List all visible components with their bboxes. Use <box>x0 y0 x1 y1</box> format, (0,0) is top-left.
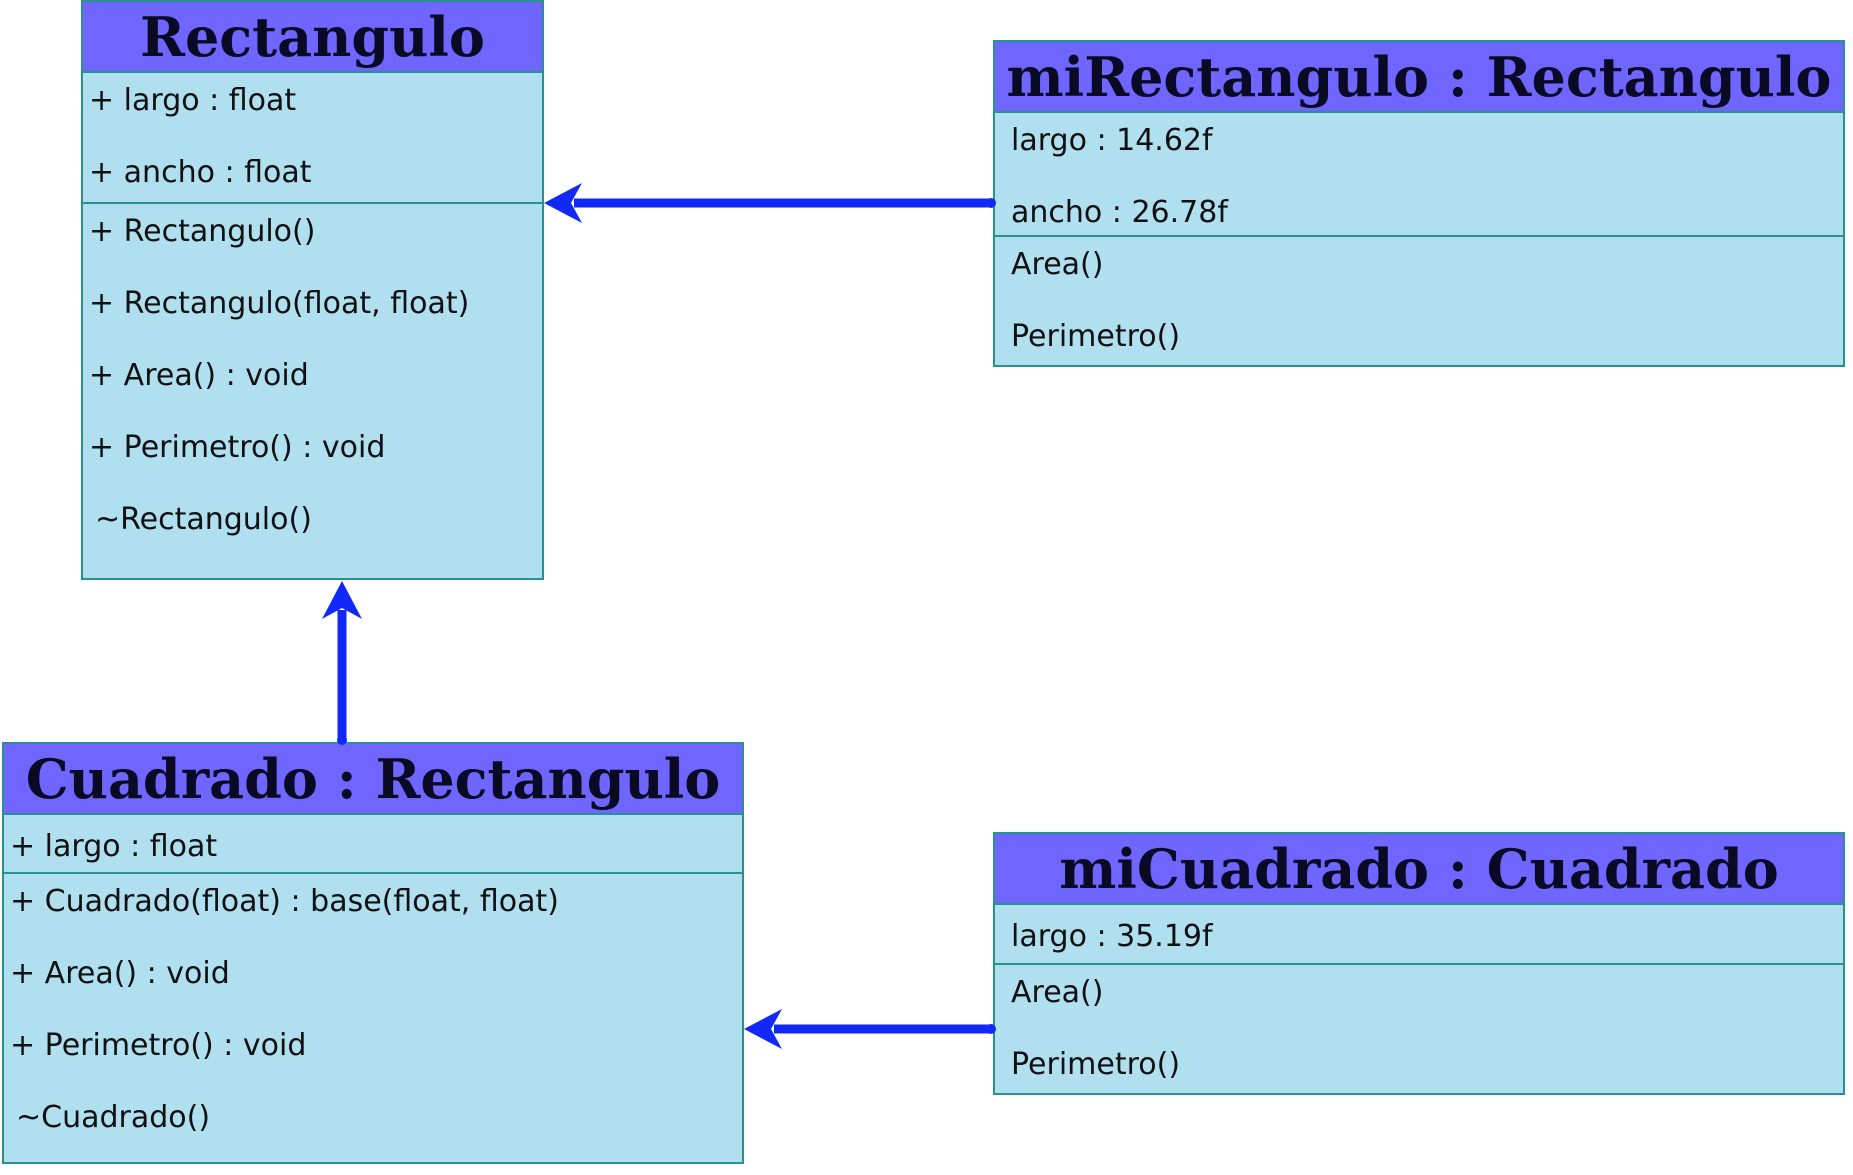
attributes-section: largo : 14.62f ancho : 26.78f <box>995 113 1843 237</box>
class-title: Rectangulo <box>83 2 542 73</box>
method-row: Area() <box>1011 975 1104 1010</box>
arrowhead-icon <box>544 183 582 223</box>
attribute-row: + ancho : float <box>89 155 312 190</box>
attribute-row: ancho : 26.78f <box>1011 195 1228 230</box>
instance-title: miRectangulo : Rectangulo <box>995 42 1843 113</box>
attribute-row: + largo : float <box>89 83 297 118</box>
method-row: Perimetro() <box>1011 1047 1181 1082</box>
attributes-section: + largo : float + ancho : float <box>83 73 542 204</box>
instance-mirectangulo[interactable]: miRectangulo : Rectangulo largo : 14.62f… <box>993 40 1845 367</box>
class-rectangulo[interactable]: Rectangulo + largo : float + ancho : flo… <box>81 0 544 580</box>
method-row: + Perimetro() : void <box>89 430 386 465</box>
connector-micuadrado-to-cuadrado <box>744 1009 996 1049</box>
methods-section: + Rectangulo() + Rectangulo(float, float… <box>83 204 542 564</box>
method-row: Area() <box>1011 247 1104 282</box>
instance-micuadrado[interactable]: miCuadrado : Cuadrado largo : 35.19f Are… <box>993 832 1845 1095</box>
connector-cuadrado-to-rectangulo <box>322 581 362 745</box>
method-row: + Perimetro() : void <box>10 1028 307 1063</box>
attribute-row: + largo : float <box>10 829 218 864</box>
methods-section: + Cuadrado(float) : base(float, float) +… <box>4 874 742 1162</box>
method-row: ~Cuadrado() <box>16 1100 211 1135</box>
class-title: Cuadrado : Rectangulo <box>4 744 742 815</box>
attribute-row: largo : 14.62f <box>1011 123 1213 158</box>
method-row: ~Rectangulo() <box>95 502 312 537</box>
methods-section: Area() Perimetro() <box>995 965 1843 1109</box>
method-row: + Rectangulo() <box>89 214 316 249</box>
arrowhead-icon <box>744 1009 782 1049</box>
class-cuadrado[interactable]: Cuadrado : Rectangulo + largo : float + … <box>2 742 744 1164</box>
arrowhead-icon <box>322 581 362 619</box>
connector-mirectangulo-to-rectangulo <box>544 183 996 223</box>
method-row: + Rectangulo(float, float) <box>89 286 470 321</box>
instance-title: miCuadrado : Cuadrado <box>995 834 1843 905</box>
attributes-section: + largo : float <box>4 815 742 874</box>
attributes-section: largo : 35.19f <box>995 905 1843 965</box>
method-row: + Area() : void <box>89 358 309 393</box>
method-row: Perimetro() <box>1011 319 1181 354</box>
methods-section: Area() Perimetro() <box>995 237 1843 381</box>
method-row: + Area() : void <box>10 956 230 991</box>
method-row: + Cuadrado(float) : base(float, float) <box>10 884 559 919</box>
attribute-row: largo : 35.19f <box>1011 919 1213 954</box>
